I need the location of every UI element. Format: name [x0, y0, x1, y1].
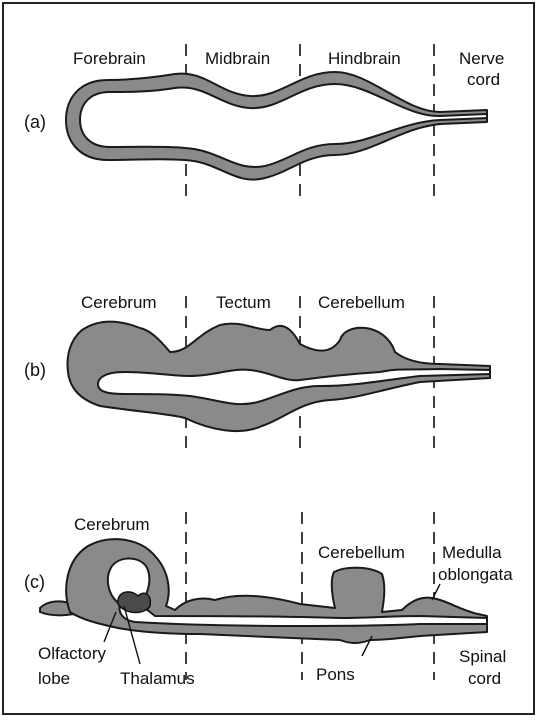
label-tectum: Tectum: [216, 293, 271, 312]
label-spinal: Spinal: [459, 647, 506, 666]
label-cerebrum-c: Cerebrum: [74, 515, 150, 534]
panel-a: Forebrain Midbrain Hindbrain Nerve cord …: [24, 49, 504, 180]
panel-c: Cerebrum Cerebellum Medulla oblongata Ol…: [24, 515, 513, 688]
label-thalamus: Thalamus: [120, 669, 195, 688]
label-cerebrum-b: Cerebrum: [81, 293, 157, 312]
label-oblongata: oblongata: [438, 565, 513, 584]
panel-a-marker: (a): [24, 112, 46, 132]
label-lobe: lobe: [38, 669, 70, 688]
label-spinal-cord: cord: [468, 669, 501, 688]
thalamus-shape: [118, 592, 151, 613]
panel-c-marker: (c): [24, 572, 45, 592]
label-hindbrain: Hindbrain: [328, 49, 401, 68]
panel-b: Cerebrum Tectum Cerebellum (b): [24, 293, 490, 431]
label-medulla: Medulla: [442, 543, 502, 562]
label-midbrain: Midbrain: [205, 49, 270, 68]
label-cerebellum-c: Cerebellum: [318, 543, 405, 562]
label-cerebellum-b: Cerebellum: [318, 293, 405, 312]
label-nerve: Nerve: [459, 49, 504, 68]
label-pons: Pons: [316, 665, 355, 684]
panel-b-marker: (b): [24, 360, 46, 380]
label-forebrain: Forebrain: [73, 49, 146, 68]
label-olfactory: Olfactory: [38, 644, 107, 663]
label-cord: cord: [467, 70, 500, 89]
